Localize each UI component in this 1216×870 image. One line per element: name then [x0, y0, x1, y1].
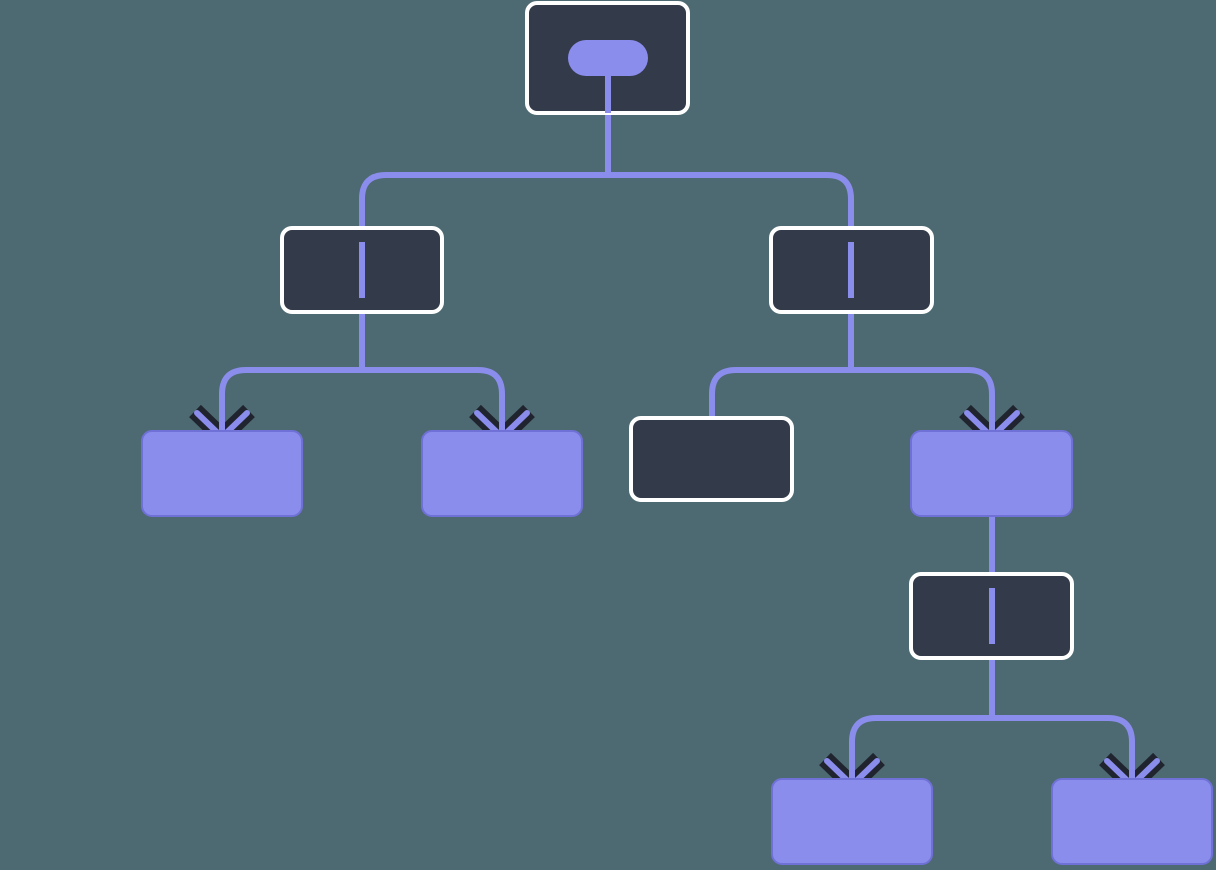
node-layer — [141, 1, 1213, 865]
leaf-node-1[interactable] — [141, 430, 303, 517]
edge-level4-dark-to-leaf5[interactable] — [849, 644, 995, 785]
edge-level2-left-to-leaf2[interactable] — [359, 298, 505, 437]
edge-layer — [219, 113, 1135, 785]
leaf-node-5[interactable] — [771, 778, 933, 865]
edge-level4-dark-to-leaf6[interactable] — [989, 644, 1135, 785]
leaf-node-6[interactable] — [1051, 778, 1213, 865]
node-passthrough-layer — [359, 242, 995, 644]
edge-level2-right-to-dark-leaf3[interactable] — [709, 298, 854, 418]
edge-root-to-level2-left[interactable] — [359, 113, 611, 242]
edge-root-to-level2-right[interactable] — [605, 113, 854, 242]
edge-level2-right-to-branch4[interactable] — [848, 298, 995, 437]
dark-leaf-node-3[interactable] — [629, 416, 794, 502]
branch-node-4[interactable] — [910, 430, 1073, 517]
edge-level2-left-to-leaf1[interactable] — [219, 298, 365, 437]
leaf-node-2[interactable] — [421, 430, 583, 517]
